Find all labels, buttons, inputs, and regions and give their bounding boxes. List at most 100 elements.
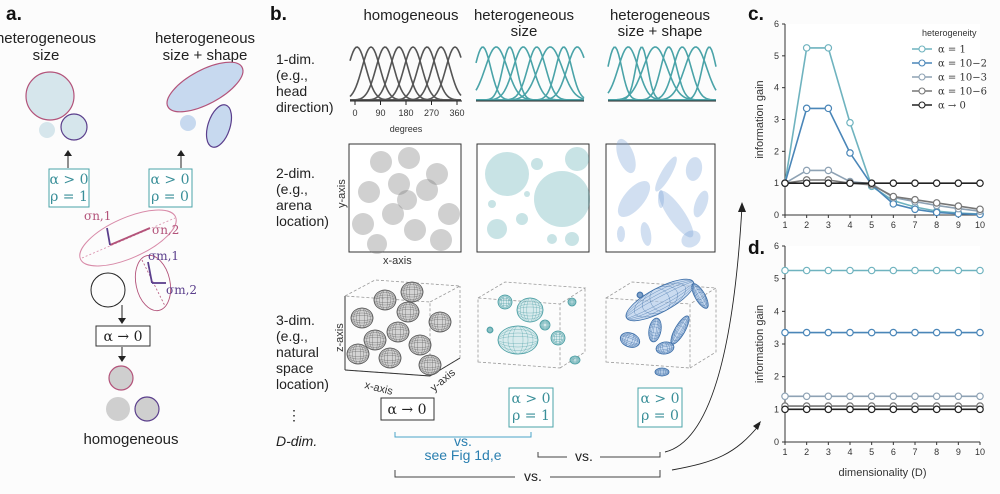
y-tick-label: 2: [774, 146, 779, 156]
row-ellipsis: ⋮: [287, 407, 301, 423]
vs1-label: vs.: [454, 433, 472, 449]
data-point: [867, 266, 876, 275]
tuning-curve: [608, 46, 717, 101]
legend-marker: [918, 45, 926, 53]
x-tick-label: 6: [891, 447, 896, 457]
homogeneous-label: homogeneous: [83, 431, 178, 448]
box-3d-size: [477, 281, 587, 369]
data-point: [889, 405, 898, 414]
x-tick-label: 3: [826, 220, 831, 230]
box-alpha-rho1: [48, 168, 90, 208]
y-tick-label: 0: [774, 210, 779, 220]
sigma-n2-vector: [106, 227, 111, 246]
field-3d: [378, 347, 402, 369]
place-field: [516, 213, 528, 225]
row-label-3d: 3-dim. (e.g., natural space location): [276, 312, 329, 392]
data-point: [911, 328, 919, 337]
vs3-label: vs.: [524, 468, 542, 484]
field-3d: [373, 289, 397, 311]
homog-circle-3: [134, 396, 160, 422]
data-point: [867, 405, 876, 414]
place-field: [430, 229, 452, 251]
field-3d: [655, 341, 675, 355]
legend-title: heterogeneity: [922, 28, 977, 38]
field-3d: [625, 278, 695, 322]
x-tick-label: 5: [869, 220, 874, 230]
field-2d-homog-box: [348, 143, 462, 253]
row2-line3: arena: [276, 197, 312, 213]
data-point: [781, 266, 789, 275]
data-point: [954, 328, 963, 337]
box-shape-b-line1: α > 0: [641, 391, 680, 407]
row3-line4: space: [276, 360, 314, 376]
legend-marker: [918, 73, 926, 81]
place-field: [382, 203, 404, 225]
box-size-b-line1: α > 0: [512, 391, 551, 407]
data-point: [911, 392, 919, 401]
title-het-size-1: heterogeneous: [0, 30, 96, 47]
place-field: [617, 180, 651, 218]
place-field: [693, 190, 709, 218]
data-point: [824, 179, 833, 187]
panel-b: b. homogeneous heterogeneous size hetero…: [270, 4, 761, 484]
bracket-vs1: [394, 432, 532, 438]
place-field: [685, 157, 703, 181]
place-field: [488, 200, 496, 208]
sigma-m1-vector: [147, 261, 153, 284]
place-field: [358, 181, 380, 203]
data-point: [932, 328, 941, 337]
data-point: [802, 104, 811, 113]
y-tick-label: 6: [774, 241, 779, 251]
data-point: [954, 405, 963, 414]
data-point: [976, 266, 984, 275]
sigma-n1-label: σn,1: [84, 209, 111, 223]
tuning-curve: [350, 46, 462, 101]
sigma-n-axis: [81, 217, 176, 259]
legend-marker: [918, 59, 926, 67]
x-tick-label: 3: [826, 447, 831, 457]
deg-tick-label: 0: [352, 108, 357, 118]
col-het-size-2: size: [511, 23, 538, 40]
field-3d: [346, 343, 370, 365]
fields-2d-het-shape: [616, 138, 709, 248]
panel-d-letter: d.: [748, 238, 765, 259]
spheres-3d-het-size: [486, 294, 581, 365]
panel-b-letter: b.: [270, 4, 287, 25]
row2-line1: 2-dim.: [276, 165, 315, 181]
data-point: [781, 392, 789, 401]
box2-line1: α > 0: [151, 172, 190, 188]
field-2d-shape-box: [605, 143, 716, 253]
curved-arrow-to-c-head: [738, 202, 746, 212]
x-tick-label: 7: [912, 220, 917, 230]
place-field: [397, 190, 417, 210]
place-field: [565, 232, 579, 246]
data-point: [846, 179, 854, 187]
data-point: [867, 392, 876, 401]
row1-line4: direction): [276, 99, 334, 115]
x-tick-label: 2: [804, 447, 809, 457]
box-size-b: [508, 387, 554, 428]
field-3d: [418, 354, 442, 376]
row2-line4: location): [276, 213, 329, 229]
x-axis-label: dimensionality (D): [838, 467, 926, 479]
y-tick-label: 4: [774, 83, 779, 93]
data-point: [911, 179, 919, 187]
data-point: [846, 266, 854, 275]
col-homogeneous: homogeneous: [363, 7, 458, 24]
series-line: [784, 179, 981, 211]
data-point: [932, 405, 941, 414]
data-point: [954, 179, 963, 187]
data-point: [911, 195, 919, 204]
data-point: [802, 328, 811, 337]
curved-arrow-to-c: [664, 205, 743, 453]
circle-medium: [60, 113, 88, 141]
place-field: [658, 190, 664, 208]
row1-line3: head: [276, 83, 307, 99]
place-field: [655, 156, 677, 192]
col-het-size-1: heterogeneous: [474, 7, 574, 24]
place-field: [416, 179, 438, 201]
sigma-n2-label: σn,2: [152, 223, 179, 237]
deg-label: degrees: [390, 124, 423, 134]
